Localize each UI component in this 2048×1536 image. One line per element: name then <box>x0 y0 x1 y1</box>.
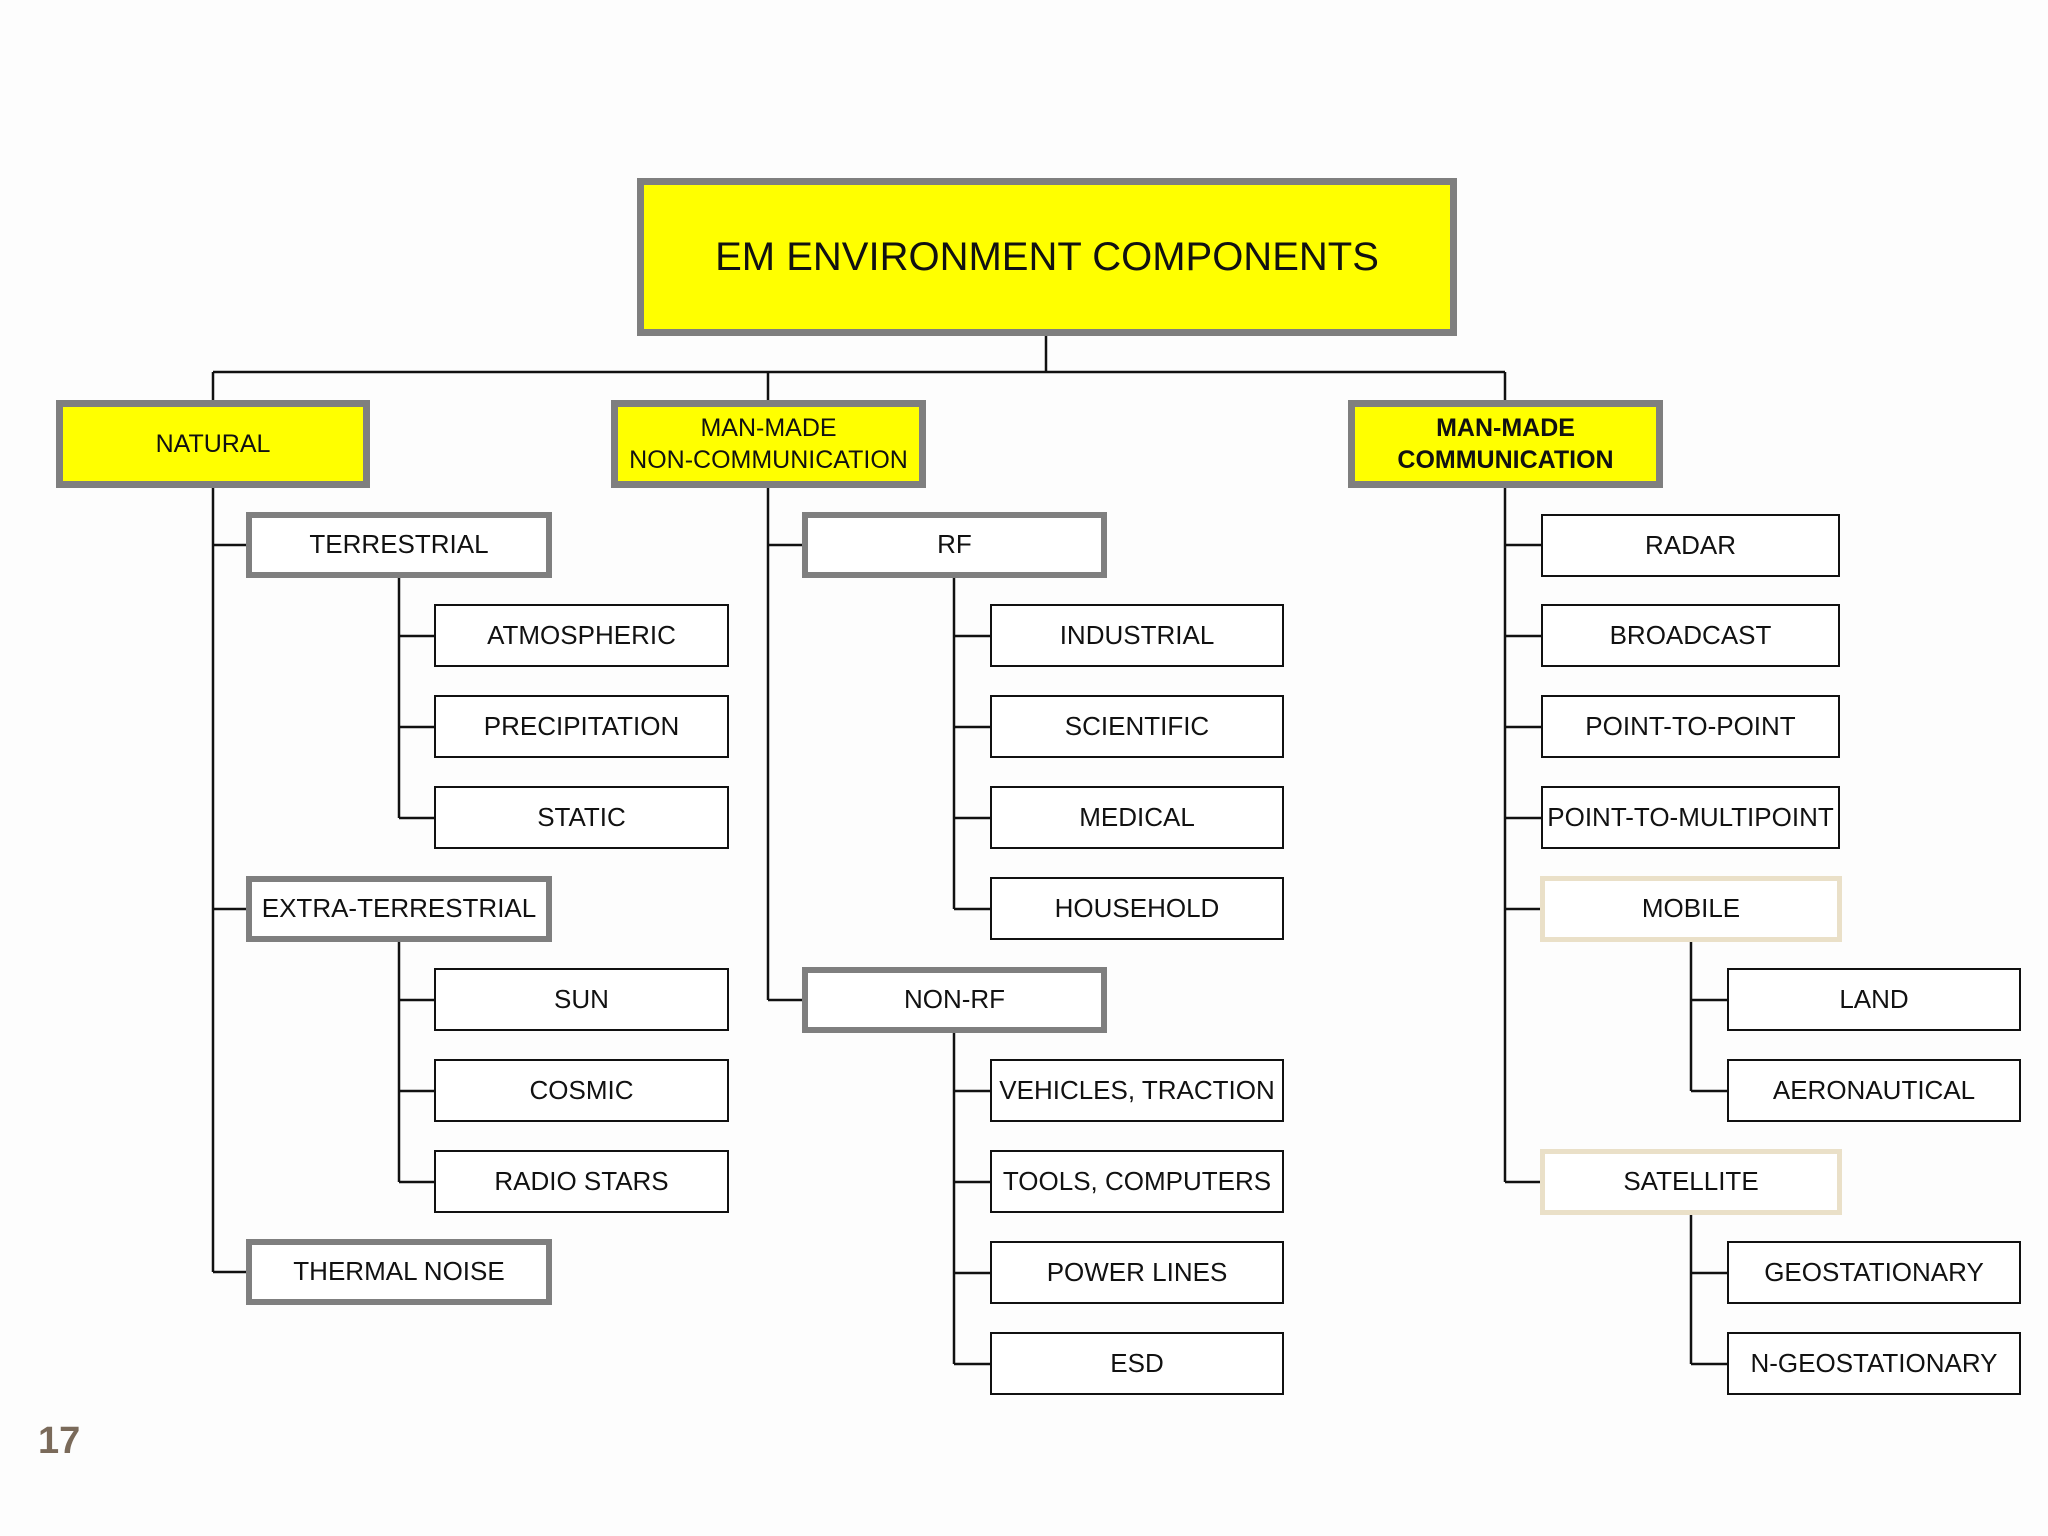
leaf-label: LAND <box>1839 983 1909 1014</box>
leaf-cosmic: COSMIC <box>434 1059 729 1122</box>
node-label: TERRESTRIAL <box>309 529 489 560</box>
leaf-label: ESD <box>1110 1347 1164 1378</box>
leaf-radar: RADAR <box>1541 514 1840 577</box>
node-label: THERMAL NOISE <box>293 1256 505 1287</box>
leaf-precipitation: PRECIPITATION <box>434 695 729 758</box>
leaf-label: COSMIC <box>529 1074 634 1105</box>
leaf-label: VEHICLES, TRACTION <box>999 1074 1275 1105</box>
category-natural-label: NATURAL <box>155 429 271 458</box>
node-label: NON-RF <box>903 984 1006 1015</box>
leaf-label: BROADCAST <box>1609 619 1772 650</box>
category-label-line1: MAN-MADE <box>700 413 837 442</box>
root-title: EM ENVIRONMENT COMPONENTS <box>715 235 1379 279</box>
leaf-atmospheric: ATMOSPHERIC <box>434 604 729 667</box>
leaf-label: PRECIPITATION <box>483 710 680 741</box>
leaf-tools-computers: TOOLS, COMPUTERS <box>990 1150 1284 1213</box>
leaf-vehicles-traction: VEHICLES, TRACTION <box>990 1059 1284 1122</box>
node-mobile: MOBILE <box>1540 876 1842 942</box>
leaf-label: SUN <box>554 983 609 1014</box>
leaf-point-to-multipoint: POINT-TO-MULTIPOINT <box>1541 786 1840 849</box>
node-thermal-noise: THERMAL NOISE <box>246 1239 552 1305</box>
leaf-label: HOUSEHOLD <box>1054 892 1220 923</box>
leaf-medical: MEDICAL <box>990 786 1284 849</box>
leaf-sun: SUN <box>434 968 729 1031</box>
leaf-geostationary: GEOSTATIONARY <box>1727 1241 2021 1304</box>
category-man-made-non-communication: MAN-MADE NON-COMMUNICATION <box>611 400 926 488</box>
category-man-made-communication: MAN-MADE COMMUNICATION <box>1348 400 1663 488</box>
category-natural: NATURAL <box>56 400 370 488</box>
category-label-line2: NON-COMMUNICATION <box>629 446 908 474</box>
leaf-esd: ESD <box>990 1332 1284 1395</box>
leaf-aeronautical: AERONAUTICAL <box>1727 1059 2021 1122</box>
node-satellite: SATELLITE <box>1540 1149 1842 1215</box>
leaf-radio-stars: RADIO STARS <box>434 1150 729 1213</box>
leaf-label: TOOLS, COMPUTERS <box>1002 1165 1272 1196</box>
node-extra-terrestrial: EXTRA-TERRESTRIAL <box>246 876 552 942</box>
leaf-label: N-GEOSTATIONARY <box>1750 1347 1998 1378</box>
leaf-label: SCIENTIFIC <box>1064 710 1210 741</box>
leaf-broadcast: BROADCAST <box>1541 604 1840 667</box>
node-label: EXTRA-TERRESTRIAL <box>261 893 537 924</box>
leaf-point-to-point: POINT-TO-POINT <box>1541 695 1840 758</box>
leaf-label: POINT-TO-POINT <box>1585 710 1796 741</box>
node-non-rf: NON-RF <box>802 967 1107 1033</box>
node-label: RF <box>937 529 972 560</box>
node-terrestrial: TERRESTRIAL <box>246 512 552 578</box>
leaf-label: POINT-TO-MULTIPOINT <box>1547 801 1834 832</box>
node-label: SATELLITE <box>1623 1166 1759 1197</box>
leaf-label: STATIC <box>537 801 626 832</box>
leaf-label: RADIO STARS <box>494 1165 669 1196</box>
leaf-land: LAND <box>1727 968 2021 1031</box>
category-label-line2: COMMUNICATION <box>1397 446 1614 474</box>
leaf-label: ATMOSPHERIC <box>487 619 676 650</box>
leaf-static: STATIC <box>434 786 729 849</box>
leaf-label: MEDICAL <box>1079 801 1195 832</box>
node-label: MOBILE <box>1641 893 1741 924</box>
leaf-n-geostationary: N-GEOSTATIONARY <box>1727 1332 2021 1395</box>
leaf-label: RADAR <box>1644 529 1736 560</box>
leaf-household: HOUSEHOLD <box>990 877 1284 940</box>
leaf-label: INDUSTRIAL <box>1059 619 1215 650</box>
page-number: 17 <box>38 1420 81 1462</box>
leaf-label: GEOSTATIONARY <box>1764 1256 1984 1287</box>
node-rf: RF <box>802 512 1107 578</box>
root-box: EM ENVIRONMENT COMPONENTS <box>637 178 1457 336</box>
leaf-label: POWER LINES <box>1046 1256 1228 1287</box>
leaf-label: AERONAUTICAL <box>1772 1074 1976 1105</box>
leaf-industrial: INDUSTRIAL <box>990 604 1284 667</box>
category-label-line1: MAN-MADE <box>1436 413 1575 442</box>
leaf-power-lines: POWER LINES <box>990 1241 1284 1304</box>
leaf-scientific: SCIENTIFIC <box>990 695 1284 758</box>
